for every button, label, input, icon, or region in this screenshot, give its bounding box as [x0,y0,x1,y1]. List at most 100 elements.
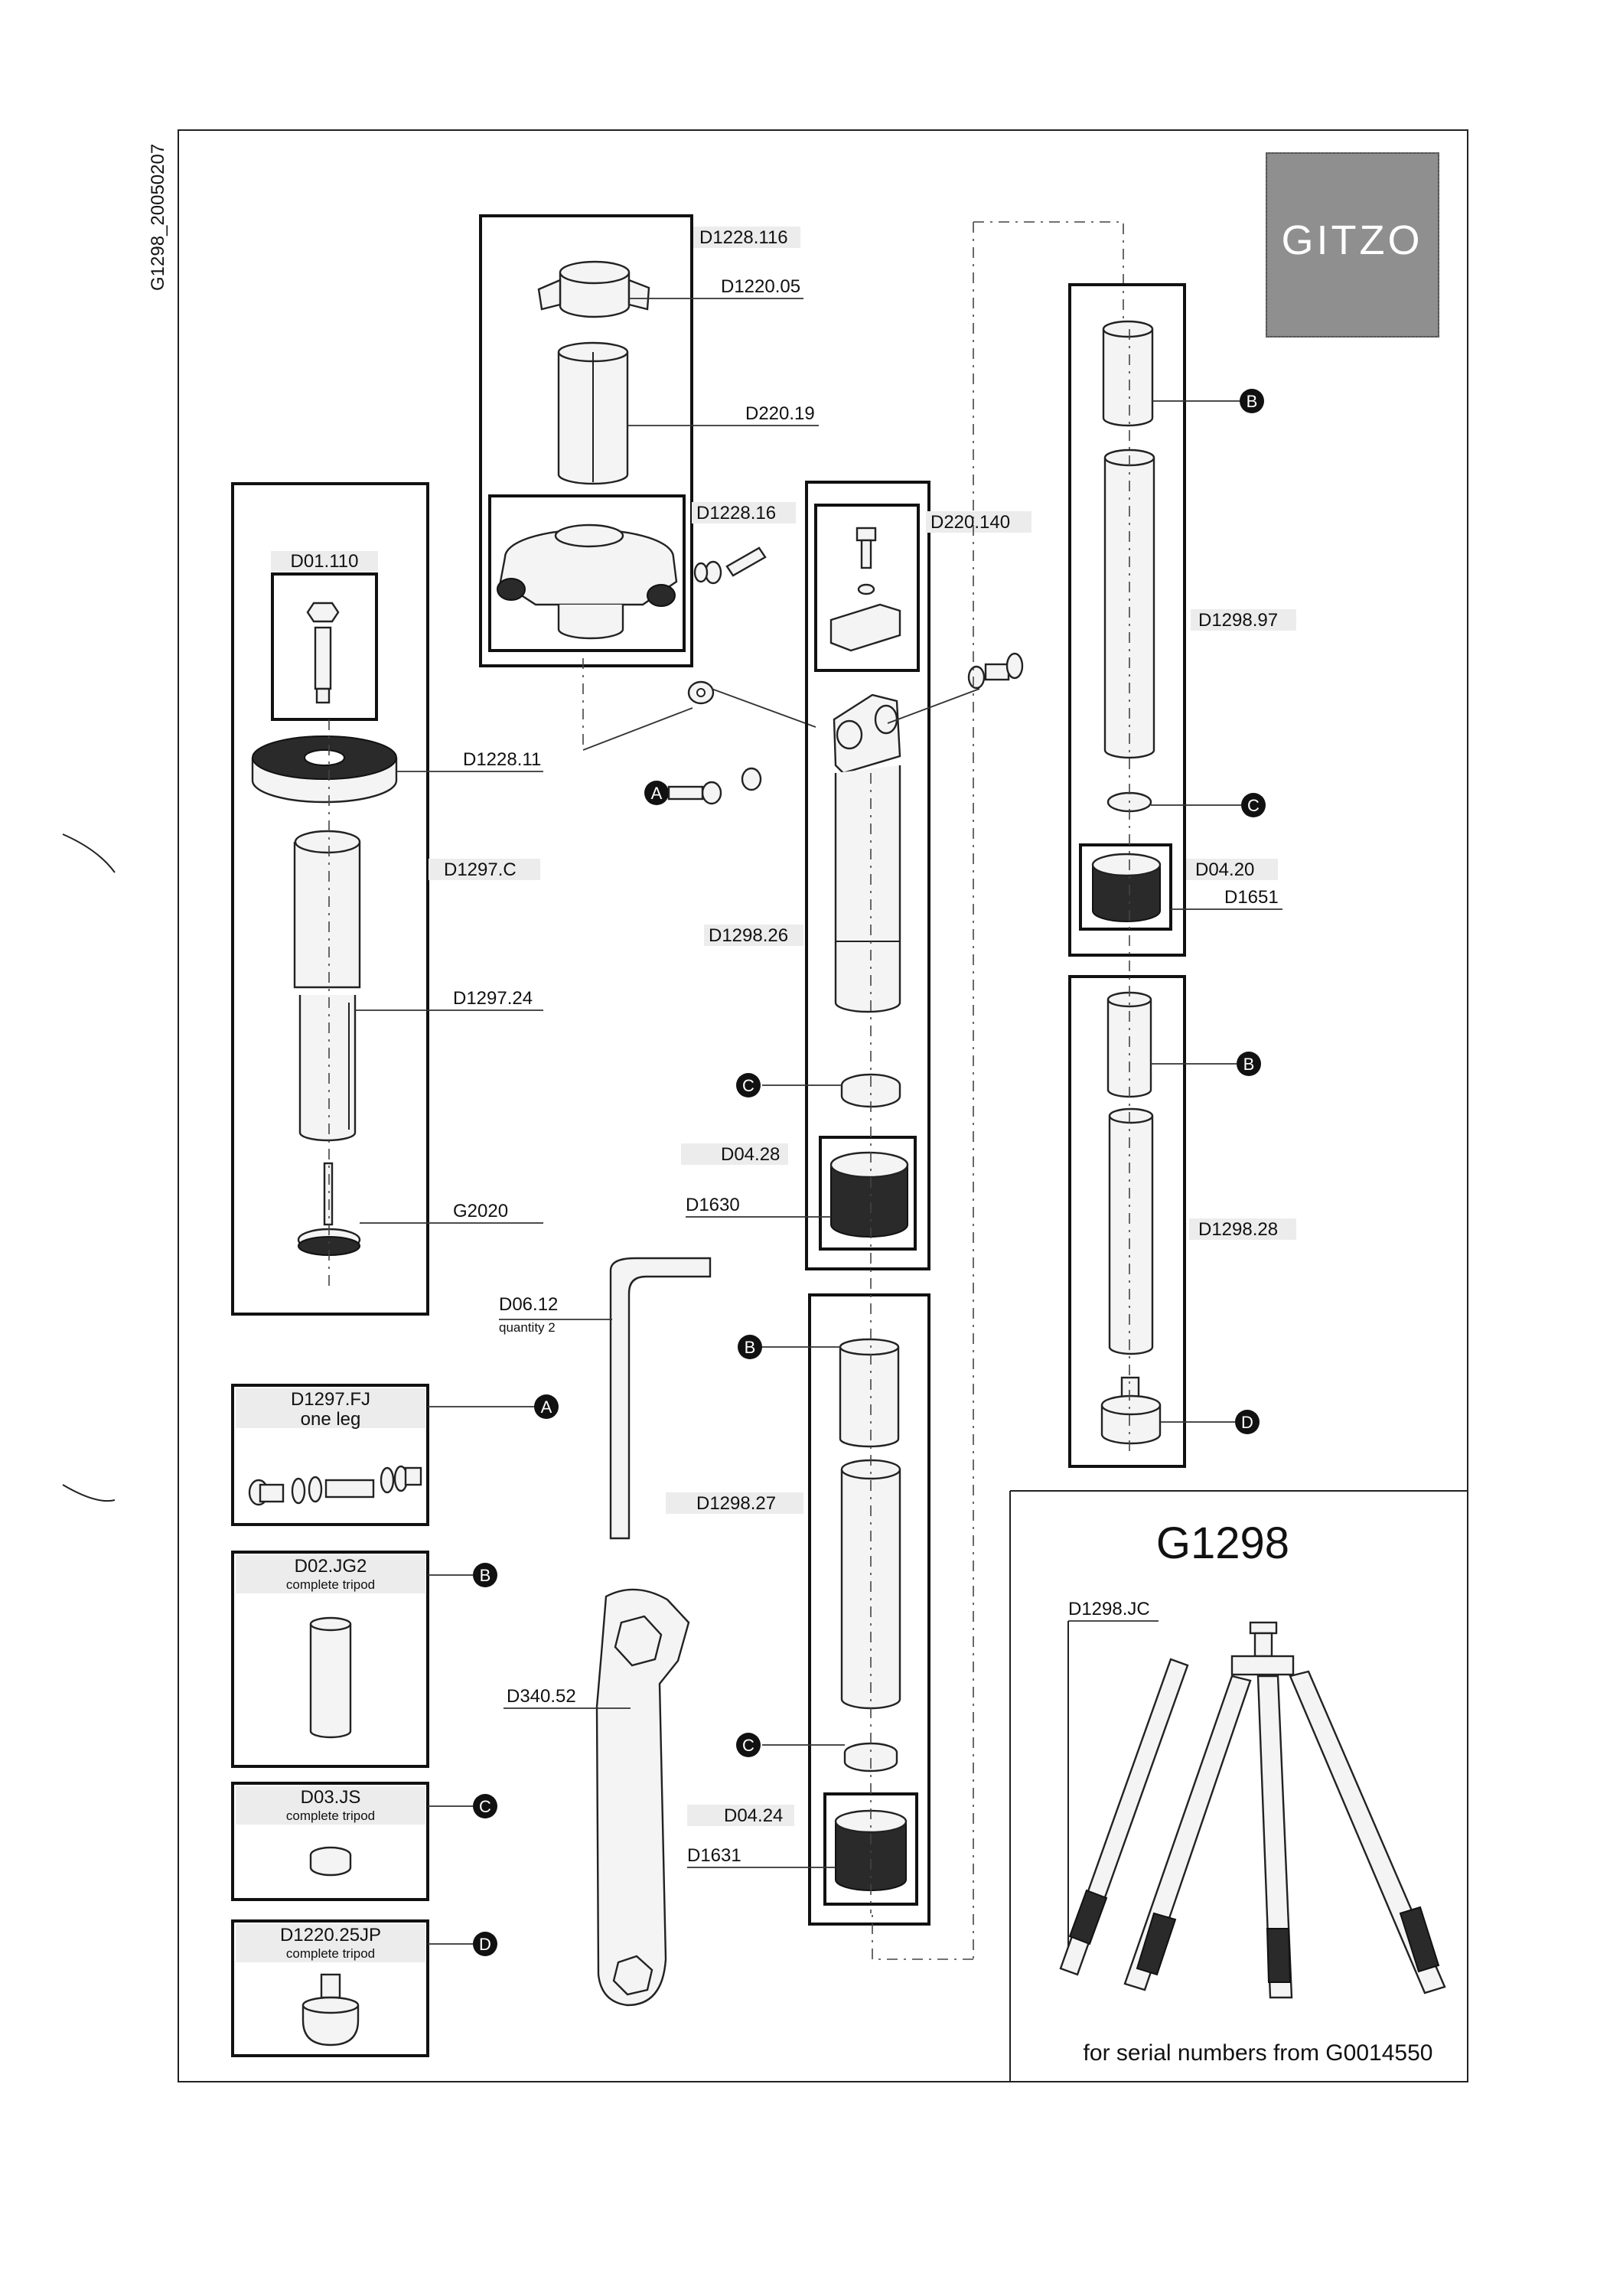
label-D220.19: D220.19 [745,403,815,424]
marker-b-right-lower: B [1237,1052,1261,1076]
svg-text:C: C [479,1797,491,1816]
marker-a-hinge: A [644,781,669,805]
right-lock-collar-part [1091,853,1162,922]
hinge-bolt-part [667,767,762,805]
marker-c-right: C [1241,793,1266,817]
gitzo-logo: GITZO [1266,152,1439,338]
spider-sleeve-part [557,341,629,485]
label-D06.12: D06.12 [499,1294,558,1315]
marker-c-leg-upper: C [736,1073,761,1097]
label-D1297.C: D1297.C [444,859,517,880]
label-D04.28: D04.28 [721,1144,780,1165]
label-D220.140: D220.140 [930,512,1010,533]
leg-right-upper-box [1068,283,1186,957]
marker-d-right: D [1235,1410,1260,1434]
label-D1228.16: D1228.16 [696,503,776,523]
model-title: G1298 [1156,1518,1289,1568]
marker-c-kit: C [473,1794,497,1818]
label-D1298.26: D1298.26 [709,925,788,946]
svg-text:C: C [1247,796,1260,815]
binder-hole-bottom [62,1484,116,1502]
label-D1297.24: D1297.24 [453,988,533,1009]
kit-note: complete tripod [286,1577,375,1592]
svg-text:C: C [742,1736,754,1755]
kit-code: D1220.25JP [280,1925,381,1945]
leg-tube-middle-part [839,1338,900,1448]
svg-text:B: B [480,1566,491,1585]
label-D1228.116: D1228.116 [699,227,788,248]
leg-upper-box [805,481,930,1270]
label-D1298.27: D1298.27 [696,1493,776,1514]
spider-nut-part [537,260,650,318]
kit-note: complete tripod [286,1808,375,1823]
wrench-part [595,1588,690,2007]
serial-note: for serial numbers from G0014550 [1084,2040,1433,2066]
kit-D1220.25JP: D1220.25JP complete tripod [231,1919,429,2057]
svg-text:B: B [745,1338,756,1357]
kit-D03.JS: D03.JS complete tripod [231,1782,429,1901]
binder-hole-top [62,833,116,873]
washer-part [693,560,722,585]
leg-lower-box [808,1293,930,1926]
label-D1228.11: D1228.11 [463,749,541,770]
pin-part [725,546,767,577]
leg-right-lower-box [1068,975,1186,1468]
weight-disc-part [251,735,398,804]
svg-text:B: B [1243,1055,1255,1074]
tripod-illustration [1059,1621,1446,1999]
spider-box [479,214,693,667]
bolt-subbox [271,572,378,721]
leg-lock-collar-upper-part [829,1151,909,1238]
label-D01.110: D01.110 [291,551,359,572]
svg-text:A: A [651,784,663,803]
column-ring-part [293,830,361,989]
label-D1220.05: D1220.05 [721,276,800,297]
label-D1651: D1651 [1224,887,1279,908]
svg-text:A: A [541,1397,552,1417]
label-D1298.JC: D1298.JC [1068,1599,1150,1619]
marker-b-right-upper: B [1240,389,1264,413]
kit-code: D1297.FJ [291,1389,370,1410]
leg-bracket-subbox [814,504,920,672]
kit-D02.JG2: D02.JG2 complete tripod [231,1551,429,1768]
brand-name: GITZO [1282,217,1423,263]
label-D1298.28: D1298.28 [1198,1219,1278,1240]
spider-casting-part [497,523,678,640]
marker-c-leg-lower: C [736,1733,761,1757]
marker-a-kit: A [534,1394,559,1419]
hinge-screw-part [967,652,1024,690]
sheet-frame [178,129,1468,2082]
marker-b-leg-lower: B [738,1335,762,1359]
kit-code: D02.JG2 [295,1556,367,1577]
svg-text:B: B [1247,392,1258,411]
kit-code: D03.JS [301,1787,361,1808]
label-G2020: G2020 [453,1201,508,1221]
spider-subbox [488,494,686,652]
leg-hinge-part [833,693,901,775]
label-D1630: D1630 [686,1195,740,1215]
kit-note: one leg [301,1409,361,1430]
collar-subbox-upper [819,1136,917,1251]
right-foot-part [1100,1376,1162,1445]
right-tube-top-part [1102,320,1154,427]
label-D06.12-quantity: quantity 2 [499,1320,556,1335]
svg-text:D: D [479,1935,491,1954]
kit-D1297.FJ: D1297.FJ one leg [231,1384,429,1526]
leg-tube-upper-part [834,765,901,1013]
svg-text:D: D [1241,1413,1253,1432]
label-D04.24: D04.24 [724,1805,783,1826]
bolt-part [306,602,340,704]
document-code: G1298_20050207 [148,144,168,291]
marker-b-kit: B [473,1563,497,1587]
label-D04.20: D04.20 [1195,859,1254,880]
right-tube-lower-part [1108,1107,1154,1355]
center-column-box [231,482,429,1316]
marker-d-kit: D [473,1932,497,1956]
bracket-screw-part [829,527,901,652]
leg-lock-collar-lower-part [834,1809,908,1891]
label-D340.52: D340.52 [507,1686,576,1707]
allen-key-part [609,1257,712,1540]
label-D1298.97: D1298.97 [1198,610,1278,631]
column-tube-part [298,995,357,1142]
